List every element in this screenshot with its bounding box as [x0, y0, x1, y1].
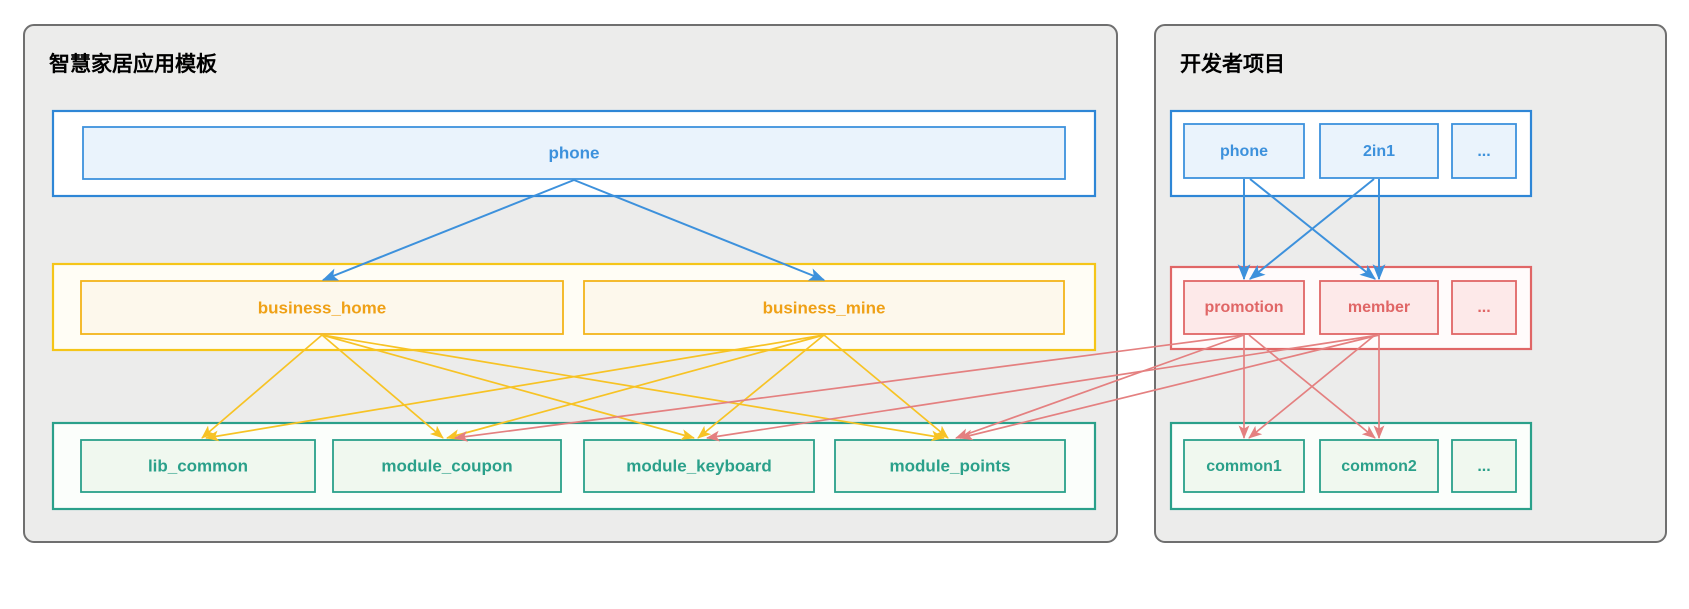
edge-business-mine-to-lib-common [204, 334, 825, 442]
template-module-layer: lib_common module_coupon module_keyboard… [51, 421, 1097, 511]
template-business-layer: business_home business_mine [51, 262, 1097, 352]
edge-business-home-to-module-keyboard [321, 334, 695, 440]
template-panel-title: 智慧家居应用模板 [49, 52, 218, 76]
node-dev-phone-label: phone [1220, 143, 1268, 160]
edge-member-to-module-keyboard [705, 334, 1380, 442]
edges-blue-developer [1237, 178, 1386, 281]
edge-member-to-module-points [959, 334, 1380, 441]
edge-business-mine-to-module-points [823, 334, 949, 439]
developer-common-layer: common1 common2 ... [1169, 421, 1533, 511]
node-module-points[interactable] [834, 439, 1066, 493]
node-dev-2in1[interactable] [1319, 123, 1439, 179]
edges-red-cross-project [453, 334, 1380, 442]
node-business-mine-label: business_mine [763, 298, 886, 317]
edge-business-mine-to-module-keyboard [697, 334, 825, 439]
node-common1[interactable] [1183, 439, 1305, 493]
node-dev-common-more[interactable] [1451, 439, 1517, 493]
developer-panel: 开发者项目 phone 2in1 ... promotion member ..… [1154, 24, 1667, 543]
node-dev-phone[interactable] [1183, 123, 1305, 179]
node-tpl-phone[interactable] [82, 126, 1066, 180]
template-panel: 智慧家居应用模板 phone business_home business_mi… [23, 24, 1118, 543]
node-common1-label: common1 [1206, 458, 1282, 475]
node-dev-entry-more[interactable] [1451, 123, 1517, 179]
node-business-mine[interactable] [583, 280, 1065, 335]
edge-business-home-to-module-coupon [321, 334, 444, 439]
developer-panel-title: 开发者项目 [1180, 52, 1285, 76]
node-member-label: member [1348, 299, 1410, 316]
node-dev-feature-more[interactable] [1451, 280, 1517, 335]
edge-dev-2in1-to-promotion [1249, 178, 1375, 280]
edge-business-home-to-lib-common [201, 334, 323, 439]
node-module-points-label: module_points [890, 456, 1011, 475]
edge-tpl-phone-to-business-mine [573, 179, 826, 281]
node-promotion-label: promotion [1204, 299, 1283, 316]
edge-promotion-to-module-coupon [453, 334, 1245, 442]
node-dev-common-more-label: ... [1477, 458, 1490, 475]
edge-business-mine-to-module-coupon [446, 334, 825, 440]
node-module-keyboard-label: module_keyboard [626, 456, 772, 475]
node-lib-common[interactable] [80, 439, 316, 493]
edges-blue-template [321, 179, 826, 281]
node-business-home-label: business_home [258, 298, 387, 317]
node-promotion[interactable] [1183, 280, 1305, 335]
edge-tpl-phone-to-business-home [321, 179, 575, 281]
node-lib-common-label: lib_common [148, 456, 248, 475]
developer-entry-layer: phone 2in1 ... [1169, 109, 1533, 198]
node-dev-entry-more-label: ... [1477, 143, 1490, 160]
node-module-keyboard[interactable] [583, 439, 815, 493]
node-business-home[interactable] [80, 280, 564, 335]
node-common2[interactable] [1319, 439, 1439, 493]
node-common2-label: common2 [1341, 458, 1417, 475]
edge-member-to-common1 [1248, 334, 1376, 439]
edges-orange-template [201, 334, 949, 442]
template-entry-layer: phone [51, 109, 1097, 198]
edge-promotion-to-module-points [955, 334, 1245, 439]
developer-feature-layer: promotion member ... [1169, 265, 1533, 351]
node-dev-2in1-label: 2in1 [1363, 143, 1395, 160]
node-dev-feature-more-label: ... [1477, 299, 1490, 316]
node-tpl-phone-label: phone [549, 143, 600, 162]
node-member[interactable] [1319, 280, 1439, 335]
node-module-coupon[interactable] [332, 439, 562, 493]
node-module-coupon-label: module_coupon [381, 456, 512, 475]
